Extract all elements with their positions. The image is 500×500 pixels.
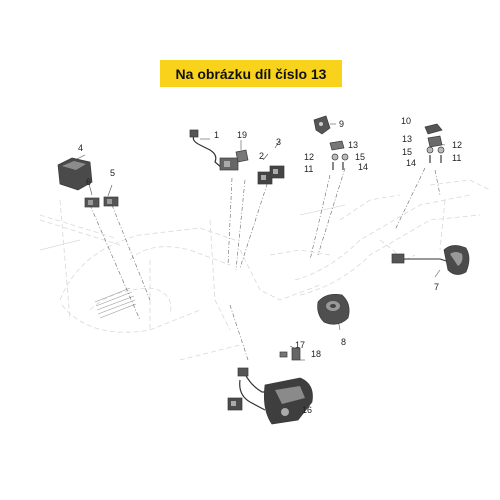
part-number-banner: Na obrázku díl číslo 13 (160, 60, 342, 87)
part-5-connector (103, 196, 119, 207)
part-7-handlebar-switch (391, 245, 470, 275)
callout-11-right: 11 (452, 153, 461, 163)
callout-7: 7 (434, 282, 439, 292)
part-3-switch (269, 165, 285, 179)
callout-5: 5 (110, 168, 115, 178)
part-11-14-screws-left (332, 162, 344, 170)
callout-14-right: 14 (406, 158, 416, 168)
part-6-connector (84, 197, 100, 208)
part-12-15-washers-left (331, 153, 349, 161)
callout-2: 2 (259, 151, 264, 161)
banner-text: Na obrázku díl číslo 13 (175, 65, 327, 82)
callout-6: 6 (86, 177, 91, 187)
part-16-key-switch-harness (227, 367, 313, 425)
part-13-switch-left (329, 140, 345, 151)
leader-lines (74, 123, 446, 361)
part-17-clip (279, 351, 288, 358)
part-9-bracket (313, 115, 331, 135)
callout-12-left: 12 (304, 152, 314, 162)
part-18-clip (291, 347, 301, 361)
callout-8: 8 (341, 337, 346, 347)
callout-numbers: 1 19 3 2 4 6 5 9 13 12 15 11 14 10 13 12… (78, 116, 462, 415)
callout-9: 9 (339, 119, 344, 129)
callout-13-right: 13 (402, 134, 412, 144)
callout-13-left: 13 (348, 140, 358, 150)
part-8-ignition-lock (317, 293, 350, 325)
part-4-switch-block (57, 157, 93, 191)
callout-17: 17 (295, 340, 305, 350)
part-1-sensor-cable (189, 129, 239, 171)
callout-18: 18 (311, 349, 321, 359)
callout-16: 16 (302, 405, 312, 415)
callout-19: 19 (237, 130, 247, 140)
part-10-lever (424, 123, 443, 135)
callout-3: 3 (276, 137, 281, 147)
part-13-switch-right (427, 135, 443, 148)
part-19-clip (235, 149, 249, 163)
callout-15-right: 15 (402, 147, 412, 157)
part-12-15-washers-right (426, 146, 445, 154)
frame-ghost-outline (39, 179, 491, 361)
callout-10: 10 (401, 116, 411, 126)
vent-grille (94, 287, 137, 319)
callout-11-left: 11 (304, 164, 313, 174)
callout-14-left: 14 (358, 162, 368, 172)
callout-15-left: 15 (355, 152, 365, 162)
callout-12-right: 12 (452, 140, 462, 150)
callout-1: 1 (214, 130, 219, 140)
part-11-14-screws-right (429, 155, 442, 163)
callout-4: 4 (78, 143, 83, 153)
